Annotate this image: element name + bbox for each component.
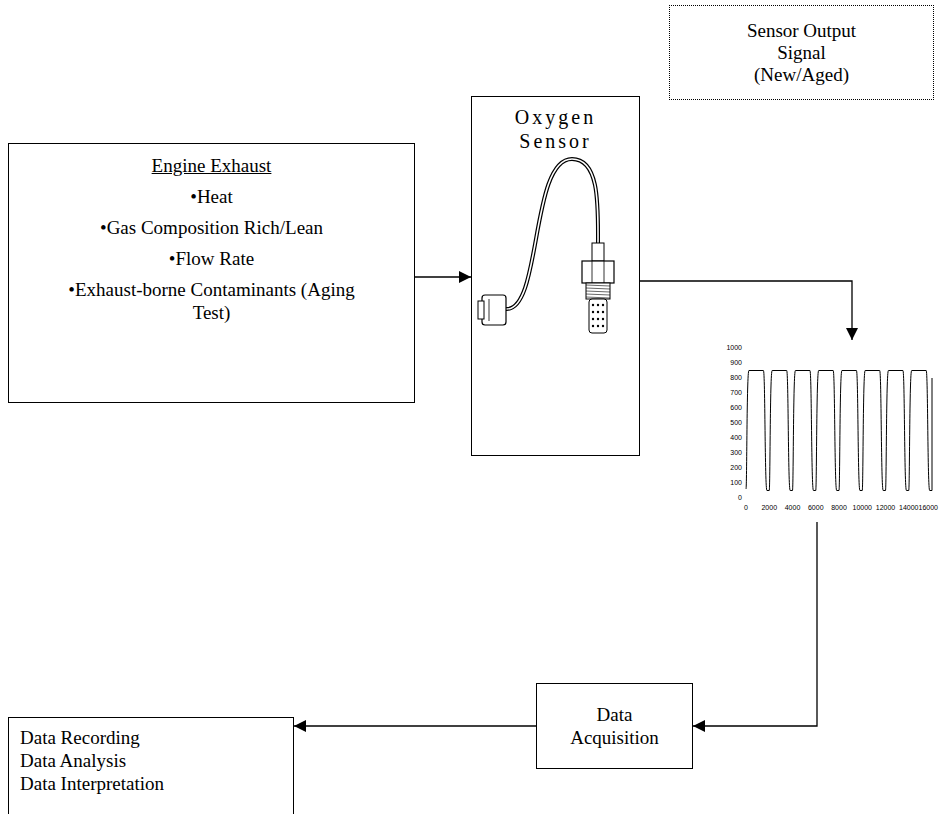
bullet-item: •Gas Composition Rich/Lean [100, 216, 323, 239]
note-text: Sensor Output Signal (New/Aged) [736, 20, 868, 86]
x-tick-label: 10000 [853, 504, 872, 512]
flow-arrow [693, 522, 817, 726]
square-wave-plot [720, 340, 940, 522]
output-line: Data Interpretation [20, 772, 164, 795]
bullet-item: •Flow Rate [169, 247, 254, 270]
shield-hole [602, 304, 604, 306]
text-stack: Data Acquisition [559, 697, 671, 755]
shield-hole [592, 304, 594, 306]
x-tick-label: 8000 [831, 504, 847, 512]
output-line: Data Analysis [20, 749, 126, 772]
x-tick-label: 6000 [808, 504, 824, 512]
input-box: Engine Exhaust •Heat •Gas Composition Rich… [8, 143, 415, 403]
sensor-shield [589, 299, 607, 333]
text-stack: Engine Exhaust •Heat •Gas Composition Rich… [9, 144, 414, 342]
sensor-hex [592, 261, 593, 283]
signal-chart: 1000900800700600500400300200100002000400… [720, 340, 940, 522]
x-tick-label: 12000 [876, 504, 895, 512]
box-heading: Engine Exhaust [152, 154, 272, 177]
sensor-cable [506, 159, 598, 309]
sensor-thread [586, 283, 610, 299]
sensor-thread [586, 291, 610, 292]
shield-hole [602, 325, 604, 327]
flow-arrow [294, 725, 536, 726]
sensor-plug [482, 295, 506, 325]
output-line: Data Recording [20, 726, 140, 749]
x-tick-label: 4000 [785, 504, 801, 512]
shield-hole [602, 311, 604, 313]
y-tick-label: 300 [730, 449, 742, 457]
y-tick-label: 1000 [726, 344, 742, 352]
sensor-plug [489, 299, 490, 321]
y-tick-label: 400 [730, 434, 742, 442]
sensor-cable [506, 159, 598, 309]
x-tick-label: 14000 [899, 504, 918, 512]
sensor-thread [586, 285, 610, 286]
shield-hole [592, 325, 594, 327]
y-tick-label: 600 [730, 404, 742, 412]
sensor-thread [586, 288, 610, 289]
y-tick-label: 100 [730, 479, 742, 487]
shield-hole [592, 311, 594, 313]
bullet-item: •Exhaust-borne Contaminants (Aging Test) [62, 278, 362, 324]
shield-hole [597, 311, 599, 313]
note-box: Sensor Output Signal (New/Aged) [669, 5, 934, 100]
sensor-thread [586, 297, 610, 298]
sensor-plug [478, 301, 484, 319]
flow-arrow [415, 276, 471, 277]
sensor-hex [604, 261, 605, 283]
sensor-thread [586, 294, 610, 295]
y-tick-label: 500 [730, 419, 742, 427]
shield-hole [597, 304, 599, 306]
y-tick-label: 700 [730, 389, 742, 397]
box-title: Oxygen Sensor [496, 105, 616, 153]
signal-trace [746, 371, 932, 491]
output-box: Data RecordingData AnalysisData Interpre… [8, 717, 294, 814]
shield-hole [592, 318, 594, 320]
text-stack: Data RecordingData AnalysisData Interpre… [9, 718, 293, 803]
process-label: Data Acquisition [565, 703, 665, 749]
sensor-body [592, 243, 604, 261]
sensor-box: Oxygen Sensor [471, 96, 640, 456]
text-stack: Sensor Output Signal (New/Aged) [730, 14, 874, 92]
x-tick-label: 16000 [919, 504, 938, 512]
shield-hole [597, 318, 599, 320]
flow-arrow [640, 281, 852, 340]
text-stack: Oxygen Sensor [472, 97, 639, 153]
y-tick-label: 900 [730, 359, 742, 367]
x-tick-label: 2000 [761, 504, 777, 512]
sensor-hex [582, 261, 614, 283]
y-tick-label: 0 [738, 494, 742, 502]
y-tick-label: 200 [730, 464, 742, 472]
bullet-item: •Heat [190, 185, 233, 208]
shield-hole [597, 325, 599, 327]
x-tick-label: 0 [744, 504, 748, 512]
shield-hole [602, 318, 604, 320]
process-box: Data Acquisition [536, 683, 693, 769]
y-tick-label: 800 [730, 374, 742, 382]
